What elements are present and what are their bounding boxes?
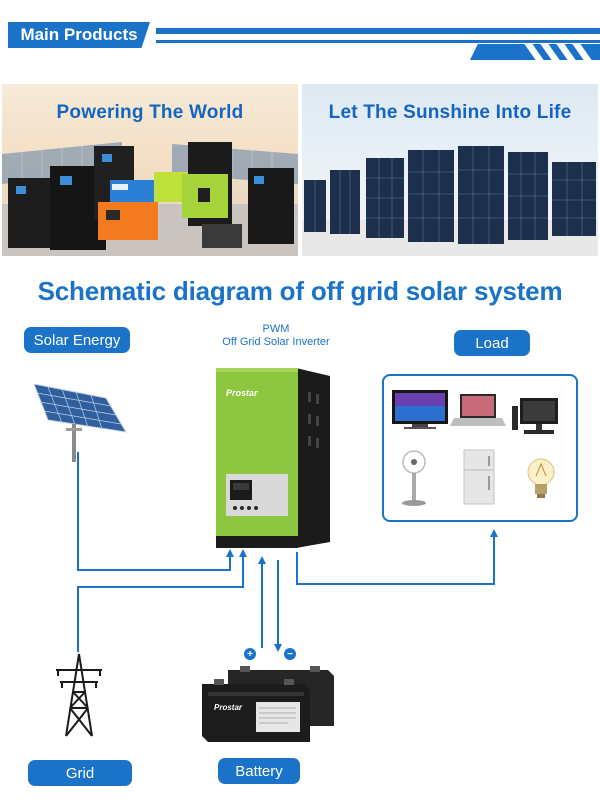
inverter-caption: PWM Off Grid Solar Inverter bbox=[206, 323, 346, 349]
header-rule-top bbox=[156, 28, 600, 34]
battery-label: Battery bbox=[218, 758, 300, 784]
solar-panel-icon bbox=[33, 384, 127, 462]
banner-solar-panels: Let The Sunshine Into Life bbox=[302, 84, 598, 256]
solar-energy-label: Solar Energy bbox=[24, 327, 130, 353]
inverter-illustration: Prostar bbox=[216, 368, 330, 548]
desktop-icon bbox=[512, 398, 558, 434]
load-appliances-box bbox=[382, 374, 578, 522]
header-rule-bottom bbox=[156, 40, 600, 43]
tv-icon bbox=[392, 390, 448, 429]
battery-illustration: Prostar bbox=[202, 666, 334, 742]
grid-label: Grid bbox=[28, 760, 132, 786]
negative-terminal-icon: − bbox=[284, 648, 296, 660]
section-header: Main Products bbox=[0, 0, 600, 72]
laptop-icon bbox=[450, 394, 506, 426]
inverter-type: PWM bbox=[262, 323, 290, 335]
battery-brand: Prostar bbox=[214, 703, 243, 712]
refrigerator-icon bbox=[463, 449, 495, 505]
appliances bbox=[392, 390, 558, 506]
positive-terminal-icon: + bbox=[244, 648, 256, 660]
inverter-description: Off Grid Solar Inverter bbox=[222, 336, 330, 348]
light-bulb-icon bbox=[527, 458, 555, 498]
solar-panels-photo bbox=[302, 146, 598, 256]
banner-title: Let The Sunshine Into Life bbox=[328, 102, 572, 123]
products-photo bbox=[2, 142, 298, 256]
diagram-title: Schematic diagram of off grid solar syst… bbox=[37, 276, 563, 306]
grid-tower-icon bbox=[56, 653, 102, 737]
main-products-tab: Main Products bbox=[8, 22, 150, 48]
inverter-brand: Prostar bbox=[226, 388, 258, 398]
banner-products: Powering The World bbox=[2, 84, 298, 256]
load-label: Load bbox=[454, 330, 530, 356]
fan-icon bbox=[402, 450, 426, 506]
banner-title: Powering The World bbox=[56, 102, 244, 123]
